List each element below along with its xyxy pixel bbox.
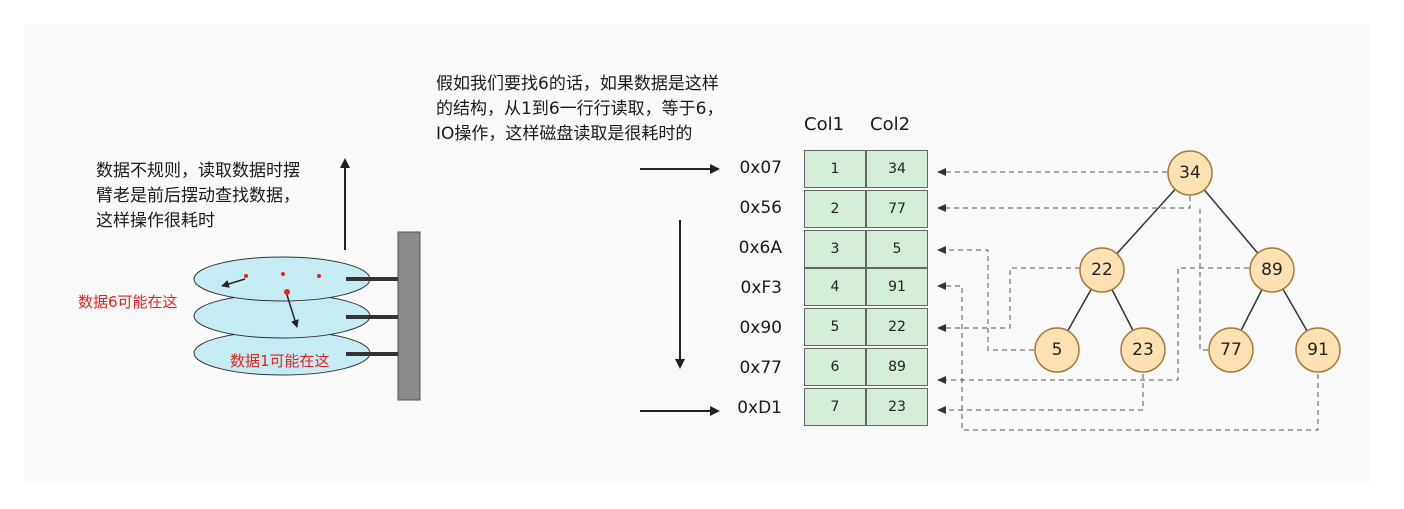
data6-label: 数据6可能在这 [78, 293, 178, 311]
tree-node-89-label: 89 [1261, 260, 1283, 280]
address-label: 0x07 [739, 158, 782, 178]
table-cell-col1: 1 [804, 150, 866, 188]
tree-node-23 [1120, 327, 1166, 373]
table-cell-col1: 2 [804, 190, 866, 228]
table-cell-col1: 5 [804, 308, 866, 346]
tree-node-23-label: 23 [1132, 340, 1154, 360]
address-label: 0x56 [739, 198, 782, 218]
table-cell-col2: 22 [866, 308, 928, 346]
address-label: 0xD1 [737, 398, 782, 418]
tree-node-5-label: 5 [1052, 340, 1063, 360]
table-cell-col2: 34 [866, 150, 928, 188]
address-label: 0x90 [739, 318, 782, 338]
disk-note-line-3: 这样操作很耗时 [96, 211, 215, 231]
tree-node-5 [1034, 327, 1080, 373]
table-cell-col2: 91 [866, 268, 928, 306]
tree-node-34 [1167, 150, 1213, 196]
query-note-line-1: 假如我们要找6的话，如果数据是这样 [436, 74, 719, 94]
data1-label: 数据1可能在这 [230, 352, 330, 370]
table-cell-col1: 6 [804, 348, 866, 386]
disk-note-line-1: 数据不规则，读取数据时摆 [96, 161, 300, 181]
tree-nodes [1034, 150, 1341, 373]
tree-node-89 [1249, 247, 1295, 293]
address-label: 0x77 [739, 358, 782, 378]
tree-node-34-label: 34 [1179, 163, 1201, 183]
tree-node-22-label: 22 [1091, 260, 1113, 280]
address-label: 0xF3 [740, 278, 782, 298]
table-cell-col1: 7 [804, 388, 866, 426]
tree-node-77 [1208, 327, 1254, 373]
column-header-col2: Col2 [870, 114, 911, 135]
table-cell-col2: 77 [866, 190, 928, 228]
table-cell-col1: 4 [804, 268, 866, 306]
query-note-line-2: 的结构，从1到6一行行读取，等于6， [436, 99, 724, 119]
column-header-col1: Col1 [804, 114, 845, 135]
tree-node-91-label: 91 [1307, 340, 1329, 360]
table-cell-col2: 5 [866, 230, 928, 268]
table-cell-col1: 3 [804, 230, 866, 268]
tree-node-22 [1079, 247, 1125, 293]
disk-note-line-2: 臂老是前后摆动查找数据， [96, 186, 300, 206]
address-label: 0x6A [738, 238, 782, 258]
table-cell-col2: 89 [866, 348, 928, 386]
query-note-line-3: IO操作，这样磁盘读取是很耗时的 [436, 124, 693, 144]
table-cell-col2: 23 [866, 388, 928, 426]
diagram-canvas [24, 24, 1370, 483]
tree-node-91 [1295, 327, 1341, 373]
tree-node-77-label: 77 [1220, 340, 1242, 360]
